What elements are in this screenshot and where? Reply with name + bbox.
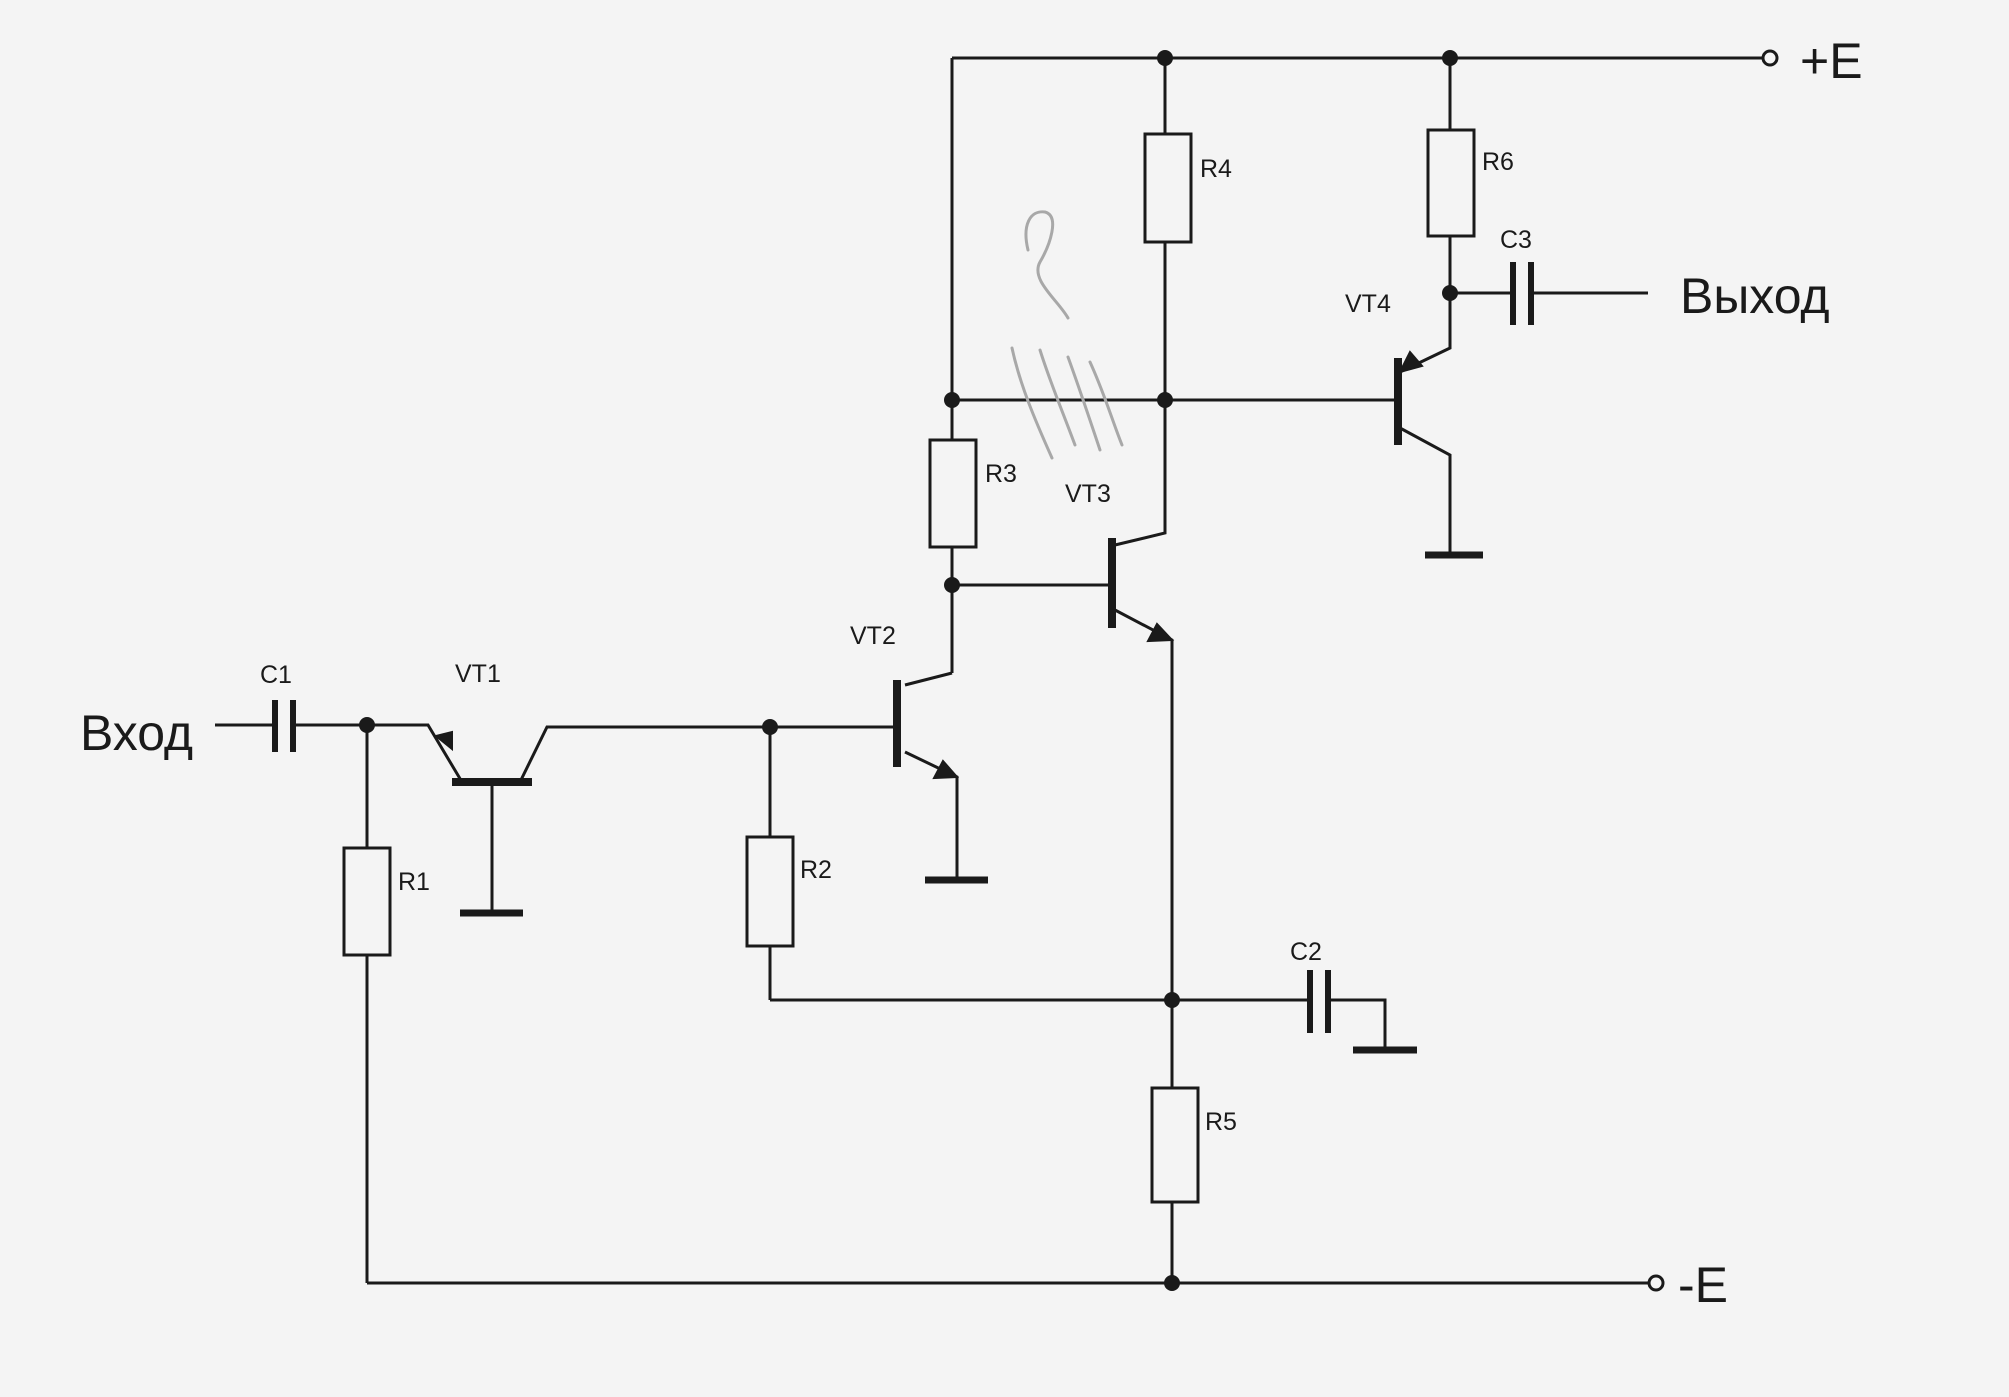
output-label: Выход: [1680, 268, 1830, 324]
junction-dot: [1164, 1275, 1180, 1291]
r4-label: R4: [1200, 155, 1232, 183]
pencil-scribbles: [1010, 210, 1124, 460]
c2-label: C2: [1290, 938, 1322, 966]
vt3-collector-wire: [1114, 400, 1167, 547]
vt2-label: VT2: [850, 622, 896, 650]
r2-label: R2: [800, 856, 832, 884]
r5-resistor: [1150, 1086, 1200, 1204]
c2-capacitor: [1307, 970, 1331, 1033]
r6-resistor: [1426, 128, 1476, 238]
vt2-collector-lead: [904, 671, 953, 687]
c1-capacitor: [272, 700, 296, 752]
input-label: Вход: [80, 705, 193, 761]
c1-label: C1: [260, 661, 292, 689]
pencil-scribble: [1066, 355, 1102, 452]
minus-supply-label: -E: [1678, 1257, 1728, 1313]
vt3-emitter-arrow: [1146, 622, 1175, 643]
r3-resistor: [928, 438, 978, 549]
junction-dot: [1442, 285, 1458, 301]
plus-supply-label: +E: [1800, 33, 1863, 89]
r4-resistor: [1143, 132, 1193, 244]
r1-resistor: [342, 846, 392, 957]
junction-dot: [1442, 50, 1458, 66]
junction-dot: [944, 392, 960, 408]
junction-dot: [1157, 50, 1173, 66]
r5-label: R5: [1205, 1108, 1237, 1136]
vt1-label: VT1: [455, 660, 501, 688]
junction-dot: [359, 717, 375, 733]
plus-terminal: [1761, 49, 1779, 67]
junction-dot: [1157, 392, 1173, 408]
junction-dot: [944, 577, 960, 593]
c3-label: C3: [1500, 226, 1532, 254]
pencil-scribble: [1024, 210, 1070, 320]
junction-dot: [762, 719, 778, 735]
vt4-emitter-wire: [1399, 426, 1452, 555]
c2-right-wire: [1328, 998, 1387, 1050]
vt4-emitter-arrow: [1398, 350, 1424, 374]
r1-label: R1: [398, 868, 430, 896]
vt3-label: VT3: [1065, 480, 1111, 508]
pencil-scribble: [1010, 346, 1054, 460]
r3-label: R3: [985, 460, 1017, 488]
minus-terminal: [1647, 1274, 1665, 1292]
vt1-emitter-arrow: [433, 730, 453, 752]
vt2-emitter-arrow: [932, 759, 960, 780]
c3-capacitor: [1510, 262, 1534, 325]
vt1-emitter-wire: [367, 723, 464, 783]
r2-resistor: [745, 835, 795, 948]
junction-dot: [1164, 992, 1180, 1008]
vt4-label: VT4: [1345, 290, 1391, 318]
pencil-scribble: [1088, 360, 1124, 447]
r6-label: R6: [1482, 148, 1514, 176]
pencil-scribble: [1038, 348, 1077, 447]
